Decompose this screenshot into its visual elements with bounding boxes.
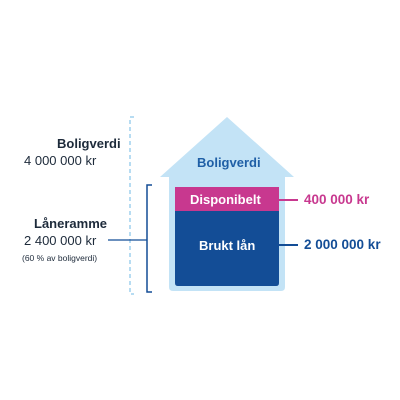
boligverdi-bracket: [129, 116, 134, 295]
laneramme-value: 2 400 000 kr: [24, 233, 97, 248]
boligverdi-title: Boligverdi: [57, 136, 121, 151]
laneramme-title: Låneramme: [34, 216, 107, 231]
brukt-lan-amount: 2 000 000 kr: [304, 237, 381, 252]
disponibelt-label: Disponibelt: [190, 192, 261, 207]
house-title: Boligverdi: [197, 155, 261, 170]
brukt-lan-label: Brukt lån: [199, 238, 256, 253]
disponibelt-block: [175, 187, 279, 211]
brukt-lan-block: [175, 211, 279, 286]
disponibelt-amount: 400 000 kr: [304, 192, 370, 207]
boligverdi-value: 4 000 000 kr: [24, 153, 97, 168]
laneramme-bracket: [146, 184, 152, 293]
laneramme-note: (60 % av boligverdi): [22, 253, 98, 263]
